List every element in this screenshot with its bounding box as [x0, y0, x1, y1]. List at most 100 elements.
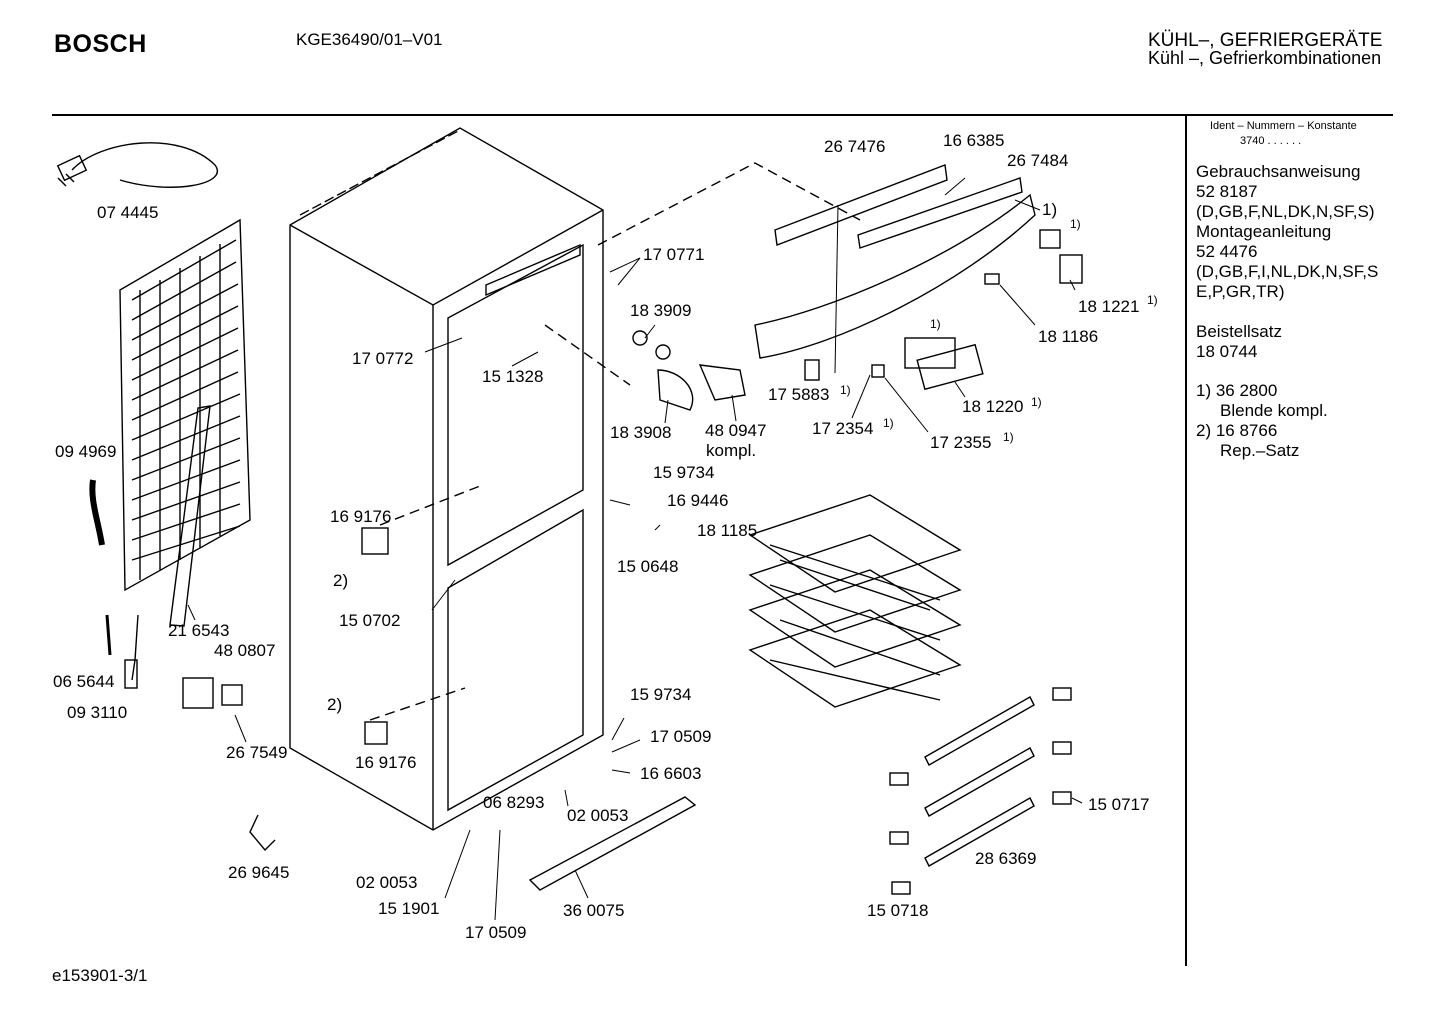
part-181186-icon: [984, 273, 1000, 285]
part-172354-icon: [871, 364, 885, 378]
part-label: 17 5883: [768, 385, 829, 404]
page-subtitle: Kühl –, Gefrierkombinationen: [1148, 48, 1382, 68]
note1-text: Blende kompl.: [1220, 401, 1328, 420]
kit-label: Beistellsatz: [1196, 322, 1282, 341]
part-label: 15 0648: [617, 557, 678, 576]
manual-languages: (D,GB,F,NL,DK,N,SF,S): [1196, 202, 1375, 221]
part-label: 16 9176: [355, 753, 416, 772]
footnote-marker: 2): [333, 571, 348, 590]
part-label: 18 3908: [610, 423, 671, 442]
hinge-top-icon: [361, 527, 389, 555]
part-label: 18 3909: [630, 301, 691, 320]
part-label: 17 2354: [812, 419, 873, 438]
part-label: 06 5644: [53, 672, 114, 691]
part-label: 18 1220: [962, 397, 1023, 416]
part-label: 26 7549: [226, 743, 287, 762]
mounting-label: Montageanleitung: [1196, 222, 1332, 241]
part-label: 18 1185: [697, 521, 757, 540]
footnote-marker: 1): [840, 383, 851, 397]
part-label: 28 6369: [975, 849, 1036, 868]
part-label: 07 4445: [97, 203, 158, 222]
cover-181221-icon: [1059, 254, 1083, 284]
part-label: 06 8293: [483, 793, 544, 812]
kit-number: 18 0744: [1196, 342, 1258, 361]
footnote-marker: 1): [1003, 430, 1014, 444]
mounting-languages-1: (D,GB,F,I,NL,DK,N,SF,S: [1196, 262, 1379, 281]
part-label: 18 1186: [1038, 327, 1098, 346]
part-label: 15 1901: [378, 899, 439, 918]
part-label: 15 0718: [867, 901, 928, 920]
door-bars-icon: [889, 687, 1072, 895]
lamp-assembly-icon: [632, 330, 746, 411]
part-label: 02 0053: [356, 873, 417, 892]
relay-icon: [182, 677, 214, 709]
dashed-leaders: [369, 162, 861, 721]
part-label: 16 9176: [330, 507, 391, 526]
part-label: 48 0807: [214, 641, 275, 660]
capacitor-icon: [221, 684, 243, 706]
note2-ref: 2) 16 8766: [1196, 421, 1278, 440]
header-divider: [52, 114, 1393, 116]
footnote-marker: 1): [930, 317, 941, 331]
part-label: 15 1328: [482, 367, 543, 386]
sidebar-divider: [1185, 116, 1187, 966]
mounting-number: 52 4476: [1196, 242, 1258, 261]
part-label: 18 1221: [1078, 297, 1139, 316]
strip-216543-icon: [169, 405, 211, 627]
part-label: 16 9446: [667, 491, 728, 510]
part-label: 26 7476: [824, 137, 885, 156]
panel-icon: [904, 337, 956, 369]
part-label: kompl.: [706, 441, 756, 460]
ident-value: 3740 . . . . . .: [1240, 135, 1302, 147]
part-label: 02 0053: [567, 806, 628, 825]
wire-shelves-icon: [748, 494, 962, 708]
part-label: 15 9734: [630, 685, 691, 704]
footnote-marker: 1): [1042, 200, 1057, 219]
part-label: 16 6603: [640, 764, 701, 783]
footnote-marker: 1): [1147, 293, 1158, 307]
part-label: 09 4969: [55, 442, 116, 461]
part-label: 17 0771: [643, 245, 704, 264]
clip-icon: [1039, 229, 1061, 249]
part-175883-icon: [804, 359, 820, 381]
part-label: 17 0772: [352, 349, 413, 368]
part-label: 15 9734: [653, 463, 714, 482]
sensor-icon: [105, 614, 139, 689]
drawing-id: e153901-3/1: [52, 966, 148, 985]
part-label: 36 0075: [563, 901, 624, 920]
model-number: KGE36490/01–V01: [296, 30, 443, 49]
control-panel-icon: [754, 164, 1036, 359]
part-label: 26 7484: [1007, 151, 1068, 170]
bottom-grille-icon: [528, 796, 697, 891]
part-label: 17 0509: [465, 923, 526, 942]
note1-ref: 1) 36 2800: [1196, 381, 1278, 400]
condenser-icon: [119, 218, 251, 592]
manual-number: 52 8187: [1196, 182, 1258, 201]
part-label: 21 6543: [168, 621, 229, 640]
manual-label: Gebrauchsanweisung: [1196, 162, 1361, 181]
hinge-bottom-icon: [364, 721, 388, 745]
note2-text: Rep.–Satz: [1220, 441, 1300, 460]
footnote-marker: 1): [1070, 217, 1081, 231]
cabinet-icon: [289, 127, 604, 831]
cover-181220-icon: [916, 343, 984, 391]
footnote-marker: 1): [1031, 395, 1042, 409]
part-label: 15 0702: [339, 611, 400, 630]
part-label: 17 0509: [650, 727, 711, 746]
part-label: 16 6385: [943, 131, 1004, 150]
power-cord-icon: [56, 142, 218, 188]
part-label: 17 2355: [930, 433, 991, 452]
part-label: 15 0717: [1088, 795, 1149, 814]
footnote-marker: 2): [327, 695, 342, 714]
hose-icon: [89, 479, 105, 546]
page-title: KÜHL–, GEFRIERGERÄTE: [1148, 30, 1383, 51]
part-label: 48 0947: [705, 421, 766, 440]
cable-icon: [249, 814, 276, 852]
ident-label: Ident – Nummern – Konstante: [1210, 120, 1357, 132]
part-label: 26 9645: [228, 863, 289, 882]
brand-logo: BOSCH: [54, 30, 147, 58]
part-label: 09 3110: [67, 703, 127, 722]
footnote-marker: 1): [883, 416, 894, 430]
mounting-languages-2: E,P,GR,TR): [1196, 282, 1285, 301]
